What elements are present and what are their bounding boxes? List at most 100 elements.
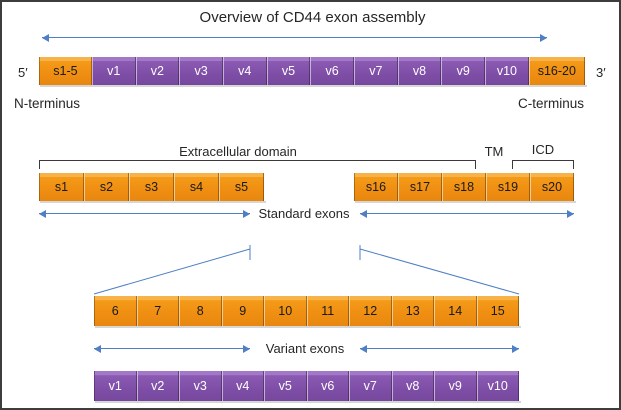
variant-exon-15[interactable]: 15 (476, 296, 519, 326)
bracket-tick-left (512, 160, 513, 169)
arrow-shaft (360, 213, 574, 214)
exon-label: v6 (325, 64, 339, 78)
exon-label: 13 (405, 304, 420, 318)
exon-label: s1-5 (53, 64, 78, 78)
variant-exon-9[interactable]: 9 (221, 296, 264, 326)
standard-exon-s4[interactable]: s4 (174, 173, 219, 201)
exon-label: v1 (107, 64, 121, 78)
exon-label: 14 (448, 304, 463, 318)
exon-label: v10 (496, 64, 517, 78)
arrow-head-right (243, 344, 250, 353)
overview-exon-v9[interactable]: v9 (441, 57, 486, 85)
exon-label: s3 (144, 180, 159, 194)
arrow-shaft (360, 348, 519, 349)
exon-label: 8 (196, 304, 204, 318)
overview-exon-s1-5[interactable]: s1-5 (39, 57, 92, 85)
exon-label: 6 (111, 304, 119, 318)
exon-label: v5 (281, 64, 296, 78)
exon-label: s4 (189, 180, 204, 194)
standard-exon-row-right: s16 s17 s18 s19 s20 (354, 173, 576, 203)
bracket-tick-left (39, 160, 40, 169)
bracket-bar (39, 160, 476, 161)
tm-domain-label: TM (484, 144, 504, 159)
exon-label: v9 (456, 64, 470, 78)
exon-label: s19 (497, 180, 519, 194)
exon-label: s5 (234, 180, 249, 194)
overview-span-arrow (42, 32, 547, 43)
variant-exon-6[interactable]: 6 (94, 296, 137, 326)
variant-exon-8[interactable]: 8 (179, 296, 222, 326)
overview-exon-v5[interactable]: v5 (266, 57, 311, 85)
standard-exon-s19[interactable]: s19 (486, 173, 530, 201)
variant-exon-v5[interactable]: v5 (264, 371, 307, 401)
overview-exon-v8[interactable]: v8 (397, 57, 442, 85)
exon-label: v2 (150, 64, 164, 78)
variant-exon-v9[interactable]: v9 (434, 371, 477, 401)
variant-exon-v1[interactable]: v1 (94, 371, 137, 401)
exon-label: v4 (236, 379, 250, 393)
variant-exon-14[interactable]: 14 (434, 296, 477, 326)
overview-exon-v2[interactable]: v2 (135, 57, 180, 85)
arrow-head-right (540, 33, 547, 42)
overview-exon-s16-20[interactable]: s16-20 (528, 57, 585, 85)
c-terminus-label: C-terminus (518, 96, 585, 111)
exon-label: 15 (490, 304, 505, 318)
arrow-head-right (512, 344, 519, 353)
arrow-head-left (42, 33, 49, 42)
exon-label: s18 (453, 180, 475, 194)
variant-exon-11[interactable]: 11 (306, 296, 349, 326)
variant-exon-10[interactable]: 10 (264, 296, 307, 326)
exon-label: s1 (54, 180, 69, 194)
standard-exon-s3[interactable]: s3 (129, 173, 174, 201)
overview-exon-v6[interactable]: v6 (310, 57, 354, 85)
arrow-head-right (243, 209, 250, 218)
arrow-shaft (42, 37, 547, 38)
standard-exon-s16[interactable]: s16 (354, 173, 398, 201)
standard-exon-s5[interactable]: s5 (219, 173, 264, 201)
five-prime-label: 5′ (18, 65, 28, 80)
variant-exon-v7[interactable]: v7 (349, 371, 392, 401)
bracket-tick-right (573, 160, 574, 169)
standard-exon-s2[interactable]: s2 (84, 173, 129, 201)
variant-exon-13[interactable]: 13 (391, 296, 434, 326)
variant-exon-v8[interactable]: v8 (391, 371, 434, 401)
arrow-shaft (39, 213, 250, 214)
overview-exon-v10[interactable]: v10 (485, 57, 529, 85)
exon-label: v2 (151, 379, 165, 393)
exon-label: v4 (238, 64, 252, 78)
arrow-head-left (39, 209, 46, 218)
exon-label: s16 (365, 180, 387, 194)
variant-exon-7[interactable]: 7 (136, 296, 179, 326)
overview-exon-v4[interactable]: v4 (222, 57, 267, 85)
overview-exon-v1[interactable]: v1 (91, 57, 136, 85)
exon-label: v6 (321, 379, 335, 393)
arrow-head-right (567, 209, 574, 218)
overview-exon-v7[interactable]: v7 (353, 57, 398, 85)
overview-exon-v3[interactable]: v3 (179, 57, 223, 85)
standard-exons-arrow-left (39, 208, 250, 219)
variant-exon-v2[interactable]: v2 (136, 371, 179, 401)
diagram-title: Overview of CD44 exon assembly (199, 9, 426, 26)
exon-label: s17 (409, 180, 431, 194)
icd-domain-label: ICD (531, 142, 555, 157)
variant-exon-v4[interactable]: v4 (221, 371, 264, 401)
exon-label: v8 (412, 64, 427, 78)
exon-label: v7 (369, 64, 383, 78)
exon-label: v7 (363, 379, 377, 393)
standard-exon-s17[interactable]: s17 (398, 173, 442, 201)
standard-exon-s1[interactable]: s1 (39, 173, 84, 201)
three-prime-label: 3′ (596, 65, 606, 80)
exon-label: s2 (99, 180, 114, 194)
variant-exon-12[interactable]: 12 (349, 296, 392, 326)
extracellular-domain-label: Extracellular domain (179, 144, 297, 159)
standard-exon-row-left: s1 s2 s3 s4 s5 (39, 173, 266, 203)
standard-exon-s18[interactable]: s18 (442, 173, 486, 201)
exon-label: v8 (406, 379, 420, 393)
variant-exon-v6[interactable]: v6 (306, 371, 349, 401)
extracellular-domain-bracket (39, 160, 476, 169)
variant-exon-v3[interactable]: v3 (179, 371, 222, 401)
variant-exon-v10[interactable]: v10 (476, 371, 519, 401)
standard-exon-s20[interactable]: s20 (530, 173, 574, 201)
bracket-bar (512, 160, 574, 161)
